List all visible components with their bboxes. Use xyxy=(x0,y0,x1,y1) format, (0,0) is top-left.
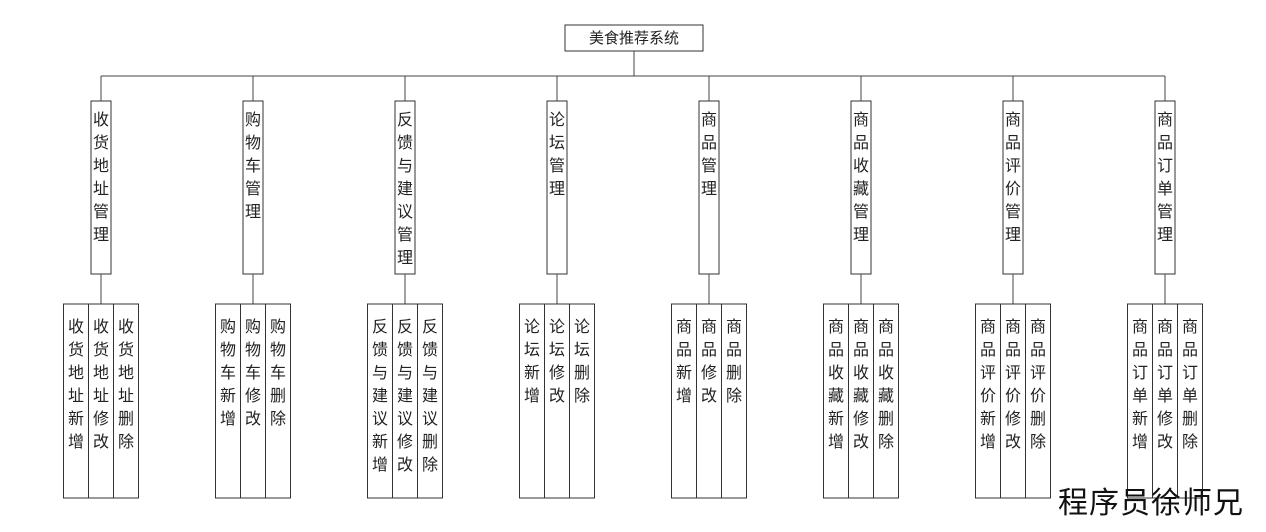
leaf-node-box xyxy=(367,303,393,499)
leaf-node-label: 购物车修改 xyxy=(245,317,261,428)
module-node-label: 反馈与建议管理 xyxy=(397,110,413,267)
leaf-node-label: 反馈与建议删除 xyxy=(422,317,438,474)
leaf-node-label: 商品收藏新增 xyxy=(828,317,844,451)
leaf-node-label: 商品评价删除 xyxy=(1030,317,1046,451)
leaf-node-box xyxy=(848,303,874,499)
root-node-label: 美食推荐系统 xyxy=(589,29,679,47)
leaf-node-label: 商品订单删除 xyxy=(1182,317,1198,451)
module-node-label: 商品管理 xyxy=(701,110,717,198)
leaf-node-box xyxy=(696,303,722,499)
leaf-node-label: 商品评价新增 xyxy=(980,317,996,451)
leaf-node-label: 购物车新增 xyxy=(220,317,236,428)
root-node-box xyxy=(564,24,704,52)
leaf-node-label: 收货地址修改 xyxy=(93,317,109,451)
leaf-node-label: 商品删除 xyxy=(726,317,742,405)
module-node-label: 商品订单管理 xyxy=(1157,110,1173,244)
leaf-node-label: 商品收藏修改 xyxy=(853,317,869,451)
leaf-node-box xyxy=(1127,303,1153,499)
leaf-node-box xyxy=(88,303,114,499)
leaf-node-label: 收货地址删除 xyxy=(118,317,134,451)
leaf-node-label: 商品修改 xyxy=(701,317,717,405)
leaf-node-label: 论坛删除 xyxy=(574,317,590,405)
watermark-text: 程序员徐师兄 xyxy=(1058,486,1244,521)
leaf-node-box xyxy=(519,303,545,499)
leaf-node-box xyxy=(1177,303,1203,499)
module-node-label: 商品收藏管理 xyxy=(853,110,869,244)
leaf-node-box xyxy=(417,303,443,499)
leaf-node-box xyxy=(975,303,1001,499)
leaf-node-label: 购物车删除 xyxy=(270,317,286,428)
leaf-node-box xyxy=(721,303,747,499)
leaf-node-label: 商品订单修改 xyxy=(1157,317,1173,451)
leaf-node-label: 商品新增 xyxy=(676,317,692,405)
leaf-node-label: 商品评价修改 xyxy=(1005,317,1021,451)
leaf-node-label: 商品订单新增 xyxy=(1132,317,1148,451)
leaf-node-box xyxy=(215,303,241,499)
leaf-node-box xyxy=(569,303,595,499)
module-node-label: 论坛管理 xyxy=(549,110,565,198)
leaf-node-box xyxy=(240,303,266,499)
leaf-node-label: 反馈与建议新增 xyxy=(372,317,388,474)
leaf-node-box xyxy=(1025,303,1051,499)
leaf-node-label: 论坛修改 xyxy=(549,317,565,405)
module-node-label: 商品评价管理 xyxy=(1005,110,1021,244)
leaf-node-label: 论坛新增 xyxy=(524,317,540,405)
leaf-node-box xyxy=(265,303,291,499)
leaf-node-label: 商品收藏删除 xyxy=(878,317,894,451)
leaf-node-box xyxy=(1152,303,1178,499)
leaf-node-box xyxy=(392,303,418,499)
module-node-label: 收货地址管理 xyxy=(93,110,109,244)
leaf-node-box xyxy=(113,303,139,499)
leaf-node-label: 收货地址新增 xyxy=(68,317,84,451)
leaf-node-box xyxy=(873,303,899,499)
leaf-node-box xyxy=(544,303,570,499)
leaf-node-box xyxy=(823,303,849,499)
module-node-label: 购物车管理 xyxy=(245,110,261,221)
leaf-node-label: 反馈与建议修改 xyxy=(397,317,413,474)
leaf-node-box xyxy=(671,303,697,499)
